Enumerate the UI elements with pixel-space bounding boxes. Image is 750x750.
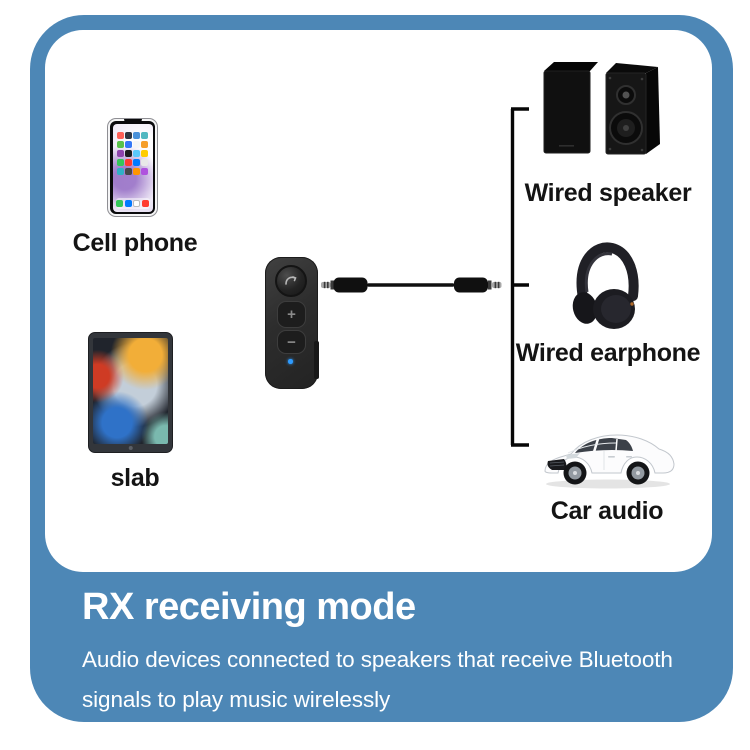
phone-app-grid: [117, 131, 149, 177]
wired-speaker-label: Wired speaker: [524, 179, 692, 207]
receiver-logo-icon: [285, 276, 297, 285]
caption-title: RX receiving mode: [82, 586, 416, 628]
tablet-home-button: [128, 445, 133, 450]
wired-speaker-icon: [543, 62, 660, 155]
status-led: [288, 359, 293, 364]
car-audio-label: Car audio: [550, 497, 664, 525]
wired-earphone-label: Wired earphone: [515, 339, 701, 367]
bracket-connector: [510, 107, 529, 447]
aux-plug-left-icon: [321, 277, 368, 293]
volume-up-button: +: [277, 301, 306, 328]
aux-plug-right-icon: [454, 277, 502, 293]
speaker-left: [543, 62, 598, 154]
tablet-screen: [93, 338, 168, 444]
aux-cord: [367, 283, 455, 287]
multifunction-button-icon: [275, 265, 307, 297]
caption-line-1: Audio devices connected to speakers that…: [82, 647, 673, 672]
caption-line-2: signals to play music wirelessly: [82, 687, 391, 712]
phone-notch: [123, 119, 142, 123]
cell-phone-label: Cell phone: [72, 229, 198, 257]
speaker-right: [605, 63, 660, 155]
volume-down-button: −: [277, 330, 306, 354]
car-audio-icon: [544, 434, 675, 489]
cell-phone-icon: [107, 118, 158, 217]
phone-dock: [115, 197, 150, 209]
receiver-clip: [314, 341, 319, 379]
tablet-icon: [88, 332, 173, 453]
tablet-label: slab: [110, 464, 160, 492]
aux-cable-and-bracket: [321, 107, 529, 447]
wired-earphone-icon: [572, 242, 639, 329]
bluetooth-receiver-icon: + −: [265, 257, 319, 389]
phone-screen: [112, 123, 153, 212]
